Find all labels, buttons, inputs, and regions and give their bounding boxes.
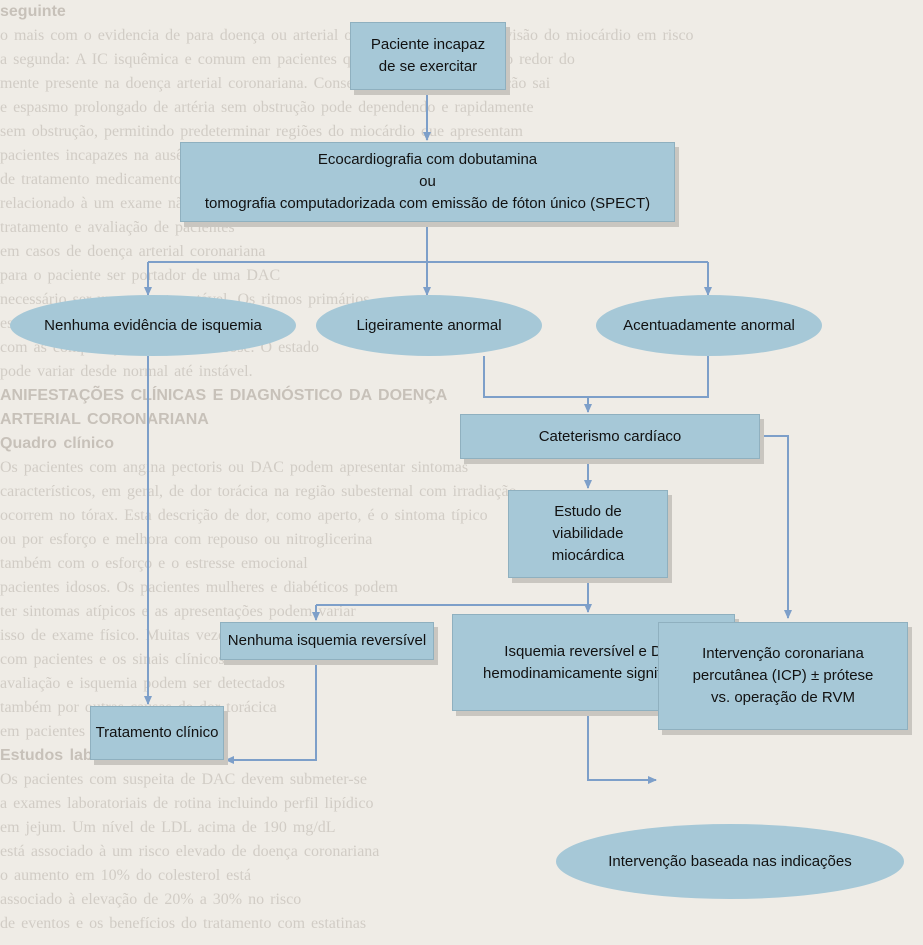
background-text-line: Os pacientes com angina pectoris ou DAC … [0, 459, 469, 476]
node-mildly-abnormal-label: Ligeiramente anormal [356, 316, 502, 334]
background-text-line: pacientes idosos. Os pacientes mulheres … [0, 579, 398, 596]
node-pci-vs-cabg-label: Intervenção coronariana percutânea (ICP)… [692, 645, 874, 706]
background-text-line: em jejum. Um nível de LDL acima de 190 m… [0, 819, 336, 836]
node-intervention-based-on-indications: Intervenção baseada nas indicações [556, 824, 904, 899]
background-text-line: característicos, em geral, de dor toráci… [0, 483, 517, 500]
background-text-line: para o paciente ser portador de uma DAC [0, 267, 281, 284]
background-text-line: também com o esforço e o estresse emocio… [0, 555, 308, 572]
node-pci-vs-cabg: Intervenção coronariana percutânea (ICP)… [658, 622, 908, 730]
node-markedly-abnormal: Acentuadamente anormal [596, 295, 822, 356]
node-stress-imaging-test-label: Ecocardiografia com dobutamina ou tomogr… [204, 151, 651, 212]
background-text-line: o aumento em 10% do colesterol está [0, 867, 252, 884]
background-text-line: ou por esforço e melhora com repouso ou … [0, 531, 373, 548]
background-text-line: em casos de doença arterial coronariana [0, 243, 266, 260]
background-text-line: pode variar desde normal até instável. [0, 363, 253, 380]
background-text-line: ARTERIAL CORONARIANA [0, 411, 209, 428]
node-myocardial-viability-study-label: Estudo de viabilidade miocárdica [551, 503, 625, 564]
arrow-mild-to-cath [483, 356, 592, 413]
node-patient-unable-to-exercise-label: Paciente incapaz de se exercitar [370, 36, 486, 75]
arrow-reversible-to-pci [587, 712, 657, 784]
node-no-ischemia-evidence: Nenhuma evidência de isquemia [10, 295, 296, 356]
background-text-line: ocorrem no tórax. Esta descrição de dor,… [0, 507, 488, 524]
background-text-line: avaliação e isquemia podem ser detectado… [0, 675, 285, 692]
background-text-line: tratamento e avaliação de pacientes [0, 219, 235, 236]
node-medical-treatment-label: Tratamento clínico [95, 724, 219, 741]
background-text-line: Quadro clínico [0, 435, 115, 452]
background-text-line: Os pacientes com suspeita de DAC devem s… [0, 771, 367, 788]
node-no-reversible-ischemia: Nenhuma isquemia reversível [220, 622, 434, 660]
background-text-line: associado à elevação de 20% a 30% no ris… [0, 891, 302, 908]
background-text-line: de eventos e os benefícios do tratamento… [0, 915, 367, 932]
arrow-marked-to-cath [588, 356, 709, 398]
node-cardiac-catheterization-label: Cateterismo cardíaco [538, 427, 682, 445]
background-text-line: sem obstrução, permitindo predeterminar … [0, 123, 523, 140]
arrow-no-reversible-to-medical [225, 660, 317, 764]
node-mildly-abnormal: Ligeiramente anormal [316, 295, 542, 356]
background-text-line: seguinte [0, 3, 66, 20]
background-text-line: e espasmo prolongado de artéria sem obst… [0, 99, 534, 116]
arrow-cath-to-pci [761, 435, 792, 619]
node-markedly-abnormal-label: Acentuadamente anormal [623, 316, 795, 334]
background-text-line: o mais com o evidencia de para doença ou… [0, 27, 694, 44]
node-no-reversible-ischemia-label: Nenhuma isquemia reversível [227, 632, 427, 649]
background-text-line: está associado à um risco elevado de doe… [0, 843, 380, 860]
node-cardiac-catheterization: Cateterismo cardíaco [460, 414, 760, 459]
background-text-line: a exames laboratoriais de rotina incluin… [0, 795, 374, 812]
background-text-line: ANIFESTAÇÕES CLÍNICAS E DIAGNÓSTICO DA D… [0, 387, 448, 404]
node-patient-unable-to-exercise: Paciente incapaz de se exercitar [350, 22, 506, 90]
node-intervention-based-on-indications-label: Intervenção baseada nas indicações [608, 852, 852, 870]
arrow-viability-to-split [316, 579, 589, 612]
background-text-line: ter sintomas atípicos e as apresentações… [0, 603, 356, 620]
node-no-ischemia-evidence-label: Nenhuma evidência de isquemia [44, 316, 262, 334]
node-stress-imaging-test: Ecocardiografia com dobutamina ou tomogr… [180, 142, 675, 222]
node-medical-treatment: Tratamento clínico [90, 706, 224, 760]
node-myocardial-viability-study: Estudo de viabilidade miocárdica [508, 490, 668, 578]
